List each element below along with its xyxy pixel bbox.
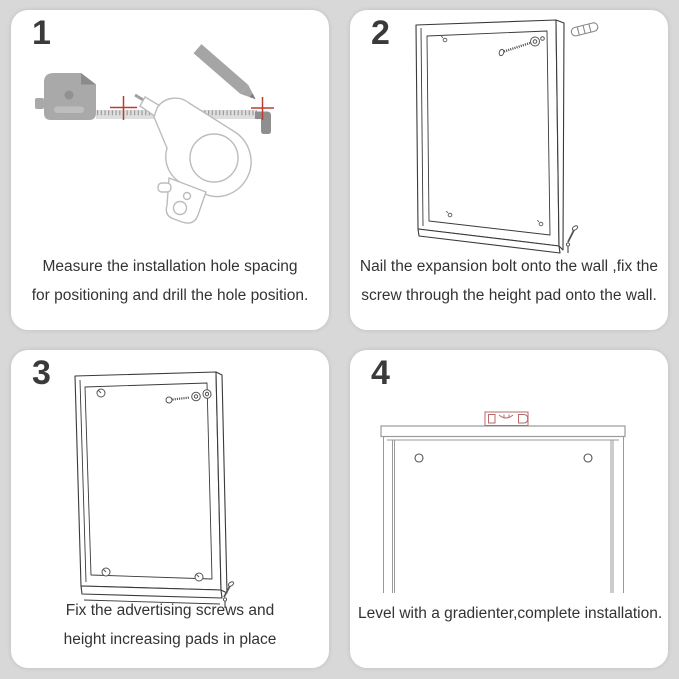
caption-line: Measure the installation hole spacing	[42, 258, 298, 275]
step-card-4: 4	[350, 350, 668, 668]
step-card-2: 2	[350, 10, 668, 330]
caption-line: screw through the height pad onto the wa…	[361, 286, 657, 304]
height-pad-screw-icon	[565, 225, 579, 253]
leveling-illustration	[380, 411, 626, 593]
spirit-level-icon	[484, 411, 529, 426]
caption-line: Nail the expansion bolt onto the wall ,f…	[359, 258, 659, 275]
step-caption: Level with a gradienter,complete install…	[358, 600, 663, 629]
mounting-holes	[414, 453, 593, 463]
pencil-icon	[193, 44, 256, 100]
display-frame	[74, 371, 228, 605]
step-number: 4	[371, 354, 390, 392]
caption-line: Level with a gradienter,complete install…	[358, 604, 663, 622]
step-card-1: 1	[11, 10, 329, 330]
frame-screws-illustration	[74, 371, 235, 608]
drill-icon	[134, 93, 252, 224]
expansion-bolt-icon	[570, 22, 599, 37]
step-number: 2	[371, 14, 390, 52]
step-card-3: 3	[11, 350, 329, 668]
caption-line: for positioning and drill the hole posit…	[31, 286, 309, 304]
display-frame	[415, 19, 565, 254]
height-pad-screw-icon	[222, 581, 235, 608]
step-number: 3	[32, 354, 51, 392]
caption-line: height increasing pads in place	[63, 630, 277, 648]
screw-icon	[498, 36, 545, 57]
advertising-screw-icon	[165, 389, 212, 404]
frame-mounting-illustration	[415, 19, 599, 254]
crosshair-marks	[110, 96, 274, 120]
frame-top-bar	[380, 425, 626, 441]
caption-line: Fix the advertising screws and	[65, 602, 275, 619]
step-number: 1	[32, 14, 51, 52]
measuring-marking-illustration	[35, 44, 274, 224]
step-caption: Fix the advertising screws and height in…	[19, 597, 321, 654]
frame-side-rails	[383, 437, 624, 593]
step-caption: Measure the installation hole spacing fo…	[19, 253, 321, 310]
mounting-holes	[440, 35, 544, 227]
step-caption: Nail the expansion bolt onto the wall ,f…	[358, 253, 660, 310]
screw-holes	[96, 388, 204, 582]
